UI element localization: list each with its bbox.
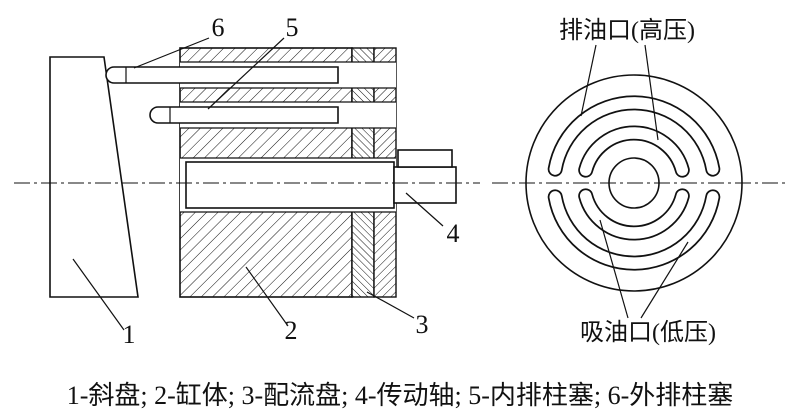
discharge-port-label: 排油口(高压) [559, 17, 695, 44]
part-label-4: 4 [447, 219, 460, 248]
drive-shaft-body [185, 161, 395, 209]
suction-port-label: 吸油口(低压) [580, 319, 716, 346]
drive-shaft-end [393, 166, 457, 204]
piston-inner [149, 106, 339, 124]
leader-line-3 [366, 291, 415, 319]
cross-section-view: 1 2 3 4 5 6 [14, 13, 480, 349]
piston-outer [105, 66, 339, 84]
part-label-3: 3 [416, 310, 429, 339]
shaft-bore-lines [180, 157, 396, 213]
inner-port-low [579, 190, 689, 239]
outer-bore-lines [180, 61, 396, 89]
figure-caption: 1-斜盘; 2-缸体; 3-配流盘; 4-传动轴; 5-内排柱塞; 6-外排柱塞 [67, 381, 734, 410]
part-label-6: 6 [212, 13, 225, 42]
leader-line-1 [72, 258, 125, 331]
discharge-leader-outer [580, 44, 597, 117]
outer-port-low [549, 191, 719, 269]
suction-leader-outer [640, 241, 689, 319]
discharge-leader-inner [644, 44, 659, 141]
leader-line-2 [245, 266, 289, 327]
outer-port-high [549, 97, 719, 175]
part-label-1: 1 [123, 320, 136, 349]
leader-line-4 [405, 192, 444, 227]
inner-port-high [579, 127, 689, 176]
swash-plate [49, 56, 139, 298]
suction-leader-inner [599, 219, 629, 319]
valve-plate-face-view: 排油口(高压) 吸油口(低压) [492, 17, 788, 346]
part-label-5: 5 [286, 13, 299, 42]
leader-line-6 [133, 37, 210, 69]
part-label-2: 2 [285, 316, 298, 345]
shaft-key [397, 149, 453, 168]
leader-line-5 [207, 37, 285, 110]
